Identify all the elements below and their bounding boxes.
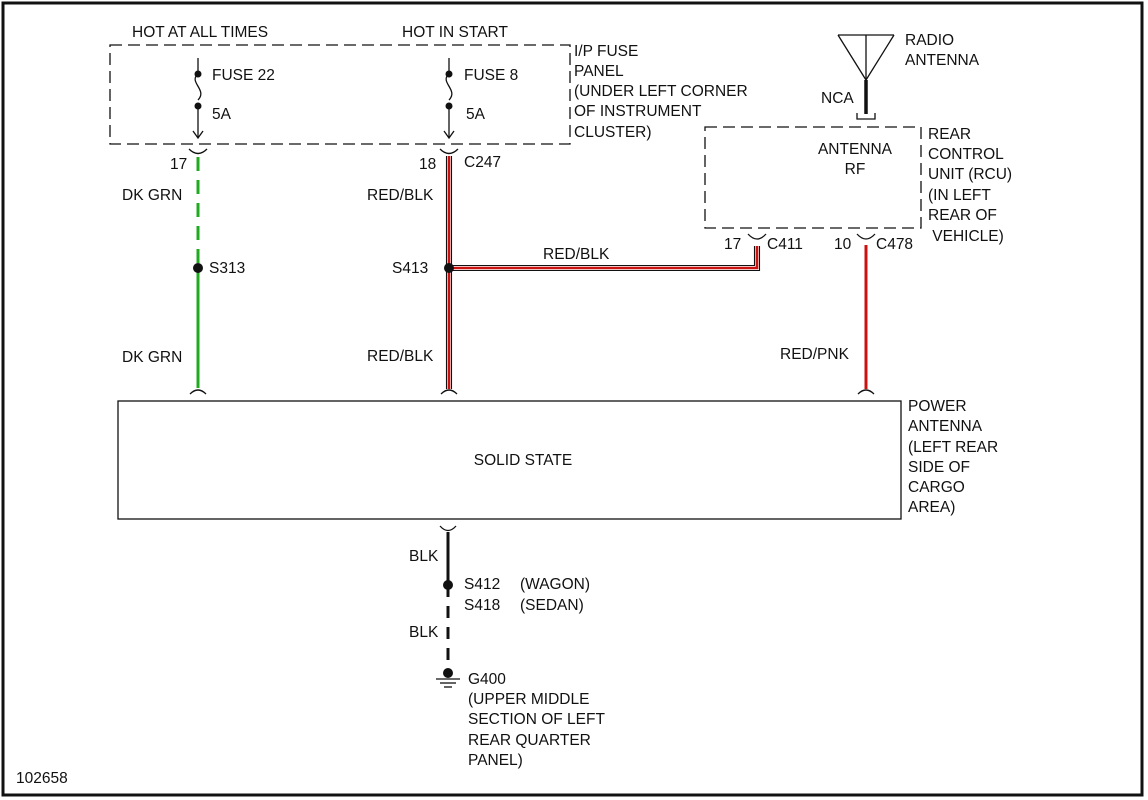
- rcu-name-line-3: UNIT (RCU): [928, 166, 1012, 183]
- c478-pin-number: 10: [834, 236, 852, 253]
- fuse-8-terminal-bottom: [445, 102, 453, 110]
- hot-at-all-times-label: HOT AT ALL TIMES: [132, 24, 268, 41]
- fuse-8-rating: 5A: [466, 106, 486, 123]
- red-blk-connector-symbol: [440, 389, 458, 395]
- rcu-inner-line-2: RF: [845, 161, 866, 178]
- power-antenna-name-line-4: SIDE OF: [908, 459, 970, 476]
- g400-ground-dot: [443, 668, 453, 678]
- fuse-8-connector-symbol: [439, 148, 459, 155]
- s418-note: (SEDAN): [520, 597, 584, 614]
- fuse-22-pin-number: 17: [170, 156, 187, 173]
- power-antenna-name-line-5: CARGO: [908, 479, 965, 496]
- power-antenna-name-line-1: POWER: [908, 398, 967, 415]
- fuse-8-label: FUSE 8: [464, 67, 518, 84]
- c411-connector-symbol: [747, 233, 767, 240]
- fuse-22-terminal-top: [194, 70, 202, 78]
- radio-antenna-label-line-2: ANTENNA: [905, 52, 980, 69]
- dk-grn-upper-label: DK GRN: [122, 187, 182, 204]
- dk-grn-connector-symbol: [189, 389, 207, 395]
- red-pnk-label: RED/PNK: [780, 346, 850, 363]
- c247-connector-label: C247: [464, 154, 501, 171]
- g400-location-line-1: (UPPER MIDDLE: [468, 691, 589, 708]
- rcu-name-line-4: (IN LEFT: [928, 187, 991, 204]
- fuse-panel-name-line-1: I/P FUSE: [574, 43, 638, 60]
- fuse-panel-name-line-3: (UNDER LEFT CORNER: [574, 83, 748, 100]
- rcu-name-line-1: REAR: [928, 126, 971, 143]
- fuse-22-rating: 5A: [212, 106, 232, 123]
- fuse-8-symbol: [443, 58, 455, 140]
- figure-number: 102658: [16, 770, 68, 787]
- c411-pin-number: 17: [724, 236, 741, 253]
- solid-state-label: SOLID STATE: [474, 452, 572, 469]
- blk-upper-label: BLK: [409, 548, 439, 565]
- g400-location-line-2: SECTION OF LEFT: [468, 711, 605, 728]
- power-antenna-name-line-3: (LEFT REAR: [908, 439, 998, 456]
- red-blk-horizontal-label: RED/BLK: [543, 246, 610, 263]
- rcu-name-line-2: CONTROL: [928, 146, 1004, 163]
- c478-connector-label: C478: [876, 236, 913, 253]
- c478-connector-symbol: [856, 233, 876, 240]
- ground-connector-symbol: [439, 525, 457, 532]
- power-antenna-name-line-6: AREA): [908, 499, 955, 516]
- fuse-panel-name-line-2: PANEL: [574, 63, 624, 80]
- fuse-8-pin-number: 18: [419, 156, 436, 173]
- blk-lower-label: BLK: [409, 624, 439, 641]
- radio-antenna-symbol: [837, 34, 895, 81]
- fuse-22-label: FUSE 22: [212, 67, 275, 84]
- radio-antenna-label-line-1: RADIO: [905, 32, 954, 49]
- power-antenna-box: [117, 400, 902, 520]
- g400-location-line-4: PANEL): [468, 752, 523, 769]
- s313-splice-dot: [193, 263, 203, 273]
- s313-label: S313: [209, 260, 245, 277]
- rcu-name-line-6: VEHICLE): [928, 228, 1004, 245]
- rcu-inner-line-1: ANTENNA: [818, 141, 893, 158]
- power-antenna-name-line-2: ANTENNA: [908, 418, 983, 435]
- s413-label: S413: [392, 260, 428, 277]
- s418-label: S418: [464, 597, 500, 614]
- dk-grn-lower-label: DK GRN: [122, 349, 182, 366]
- rcu-box: [704, 126, 922, 229]
- hot-in-start-label: HOT IN START: [402, 24, 508, 41]
- red-pnk-connector-symbol: [857, 389, 875, 395]
- fuse-22-terminal-bottom: [194, 102, 202, 110]
- s413-splice-dot: [444, 263, 454, 273]
- g400-label: G400: [468, 671, 506, 688]
- s412-note: (WAGON): [520, 576, 590, 593]
- red-blk-upper-label: RED/BLK: [367, 187, 434, 204]
- antenna-lead-connector: [856, 113, 876, 120]
- red-blk-lower-label: RED/BLK: [367, 348, 434, 365]
- fuse-panel-box: [109, 44, 571, 145]
- fuse-8-terminal-top: [445, 70, 453, 78]
- c411-connector-label: C411: [767, 236, 803, 253]
- s412-label: S412: [464, 576, 500, 593]
- fuse-panel-name-line-5: CLUSTER): [574, 124, 652, 141]
- fuse-22-symbol: [192, 58, 204, 140]
- fuse-panel-name-line-4: OF INSTRUMENT: [574, 103, 702, 120]
- ground-icon: [436, 678, 460, 688]
- red-blk-horizontal-wire: [449, 246, 761, 272]
- nca-label: NCA: [821, 90, 854, 107]
- g400-location-line-3: REAR QUARTER: [468, 732, 591, 749]
- rcu-name-line-5: REAR OF: [928, 207, 997, 224]
- s412-splice-dot: [443, 580, 453, 590]
- fuse-22-connector-symbol: [188, 148, 208, 155]
